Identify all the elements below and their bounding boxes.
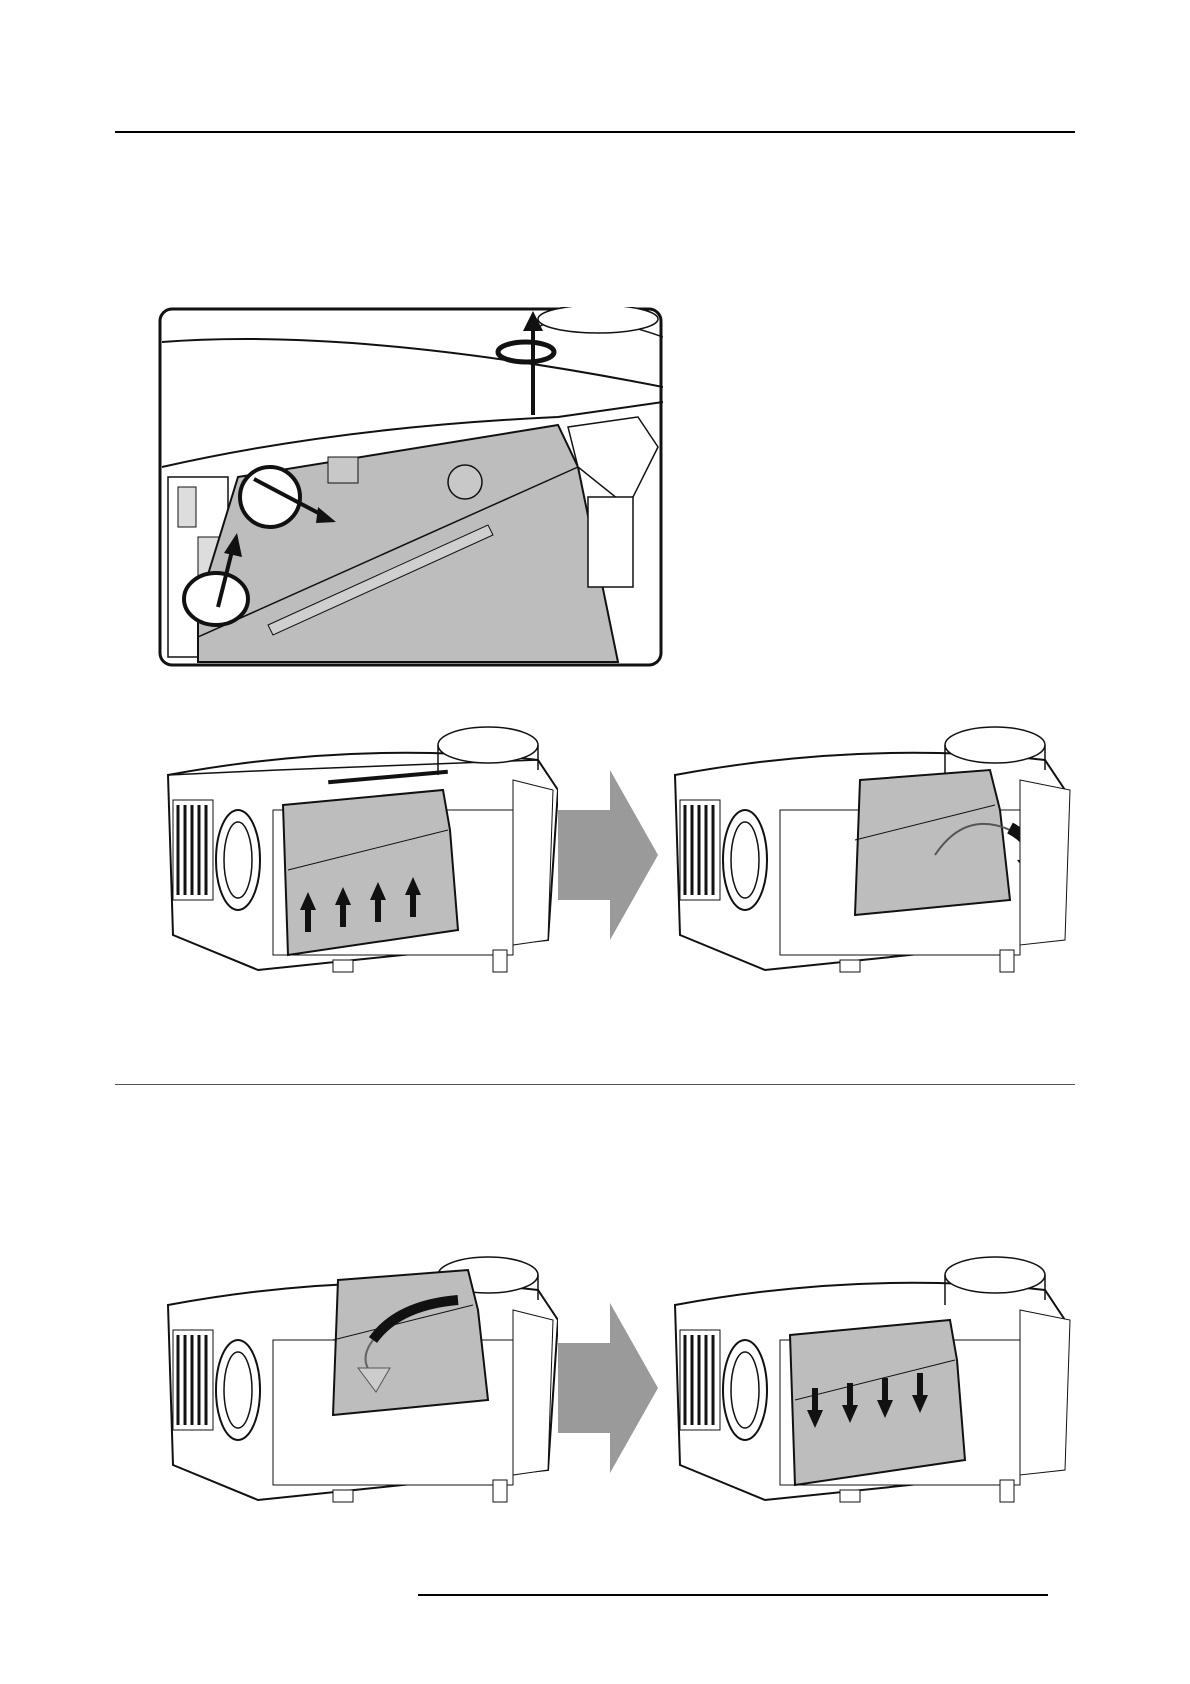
detail-cover-screws-figure <box>158 307 663 667</box>
remove-cover-step-2-figure <box>665 720 1075 975</box>
install-cover-step-1-figure <box>158 1250 558 1505</box>
section-divider <box>115 1084 1075 1085</box>
footer-rule <box>418 1594 1048 1596</box>
install-cover-step-2-figure <box>665 1250 1075 1505</box>
transition-arrow-1 <box>558 770 658 940</box>
remove-cover-step-1-figure <box>158 720 558 975</box>
header-rule <box>115 131 1075 133</box>
transition-arrow-2 <box>558 1303 658 1473</box>
